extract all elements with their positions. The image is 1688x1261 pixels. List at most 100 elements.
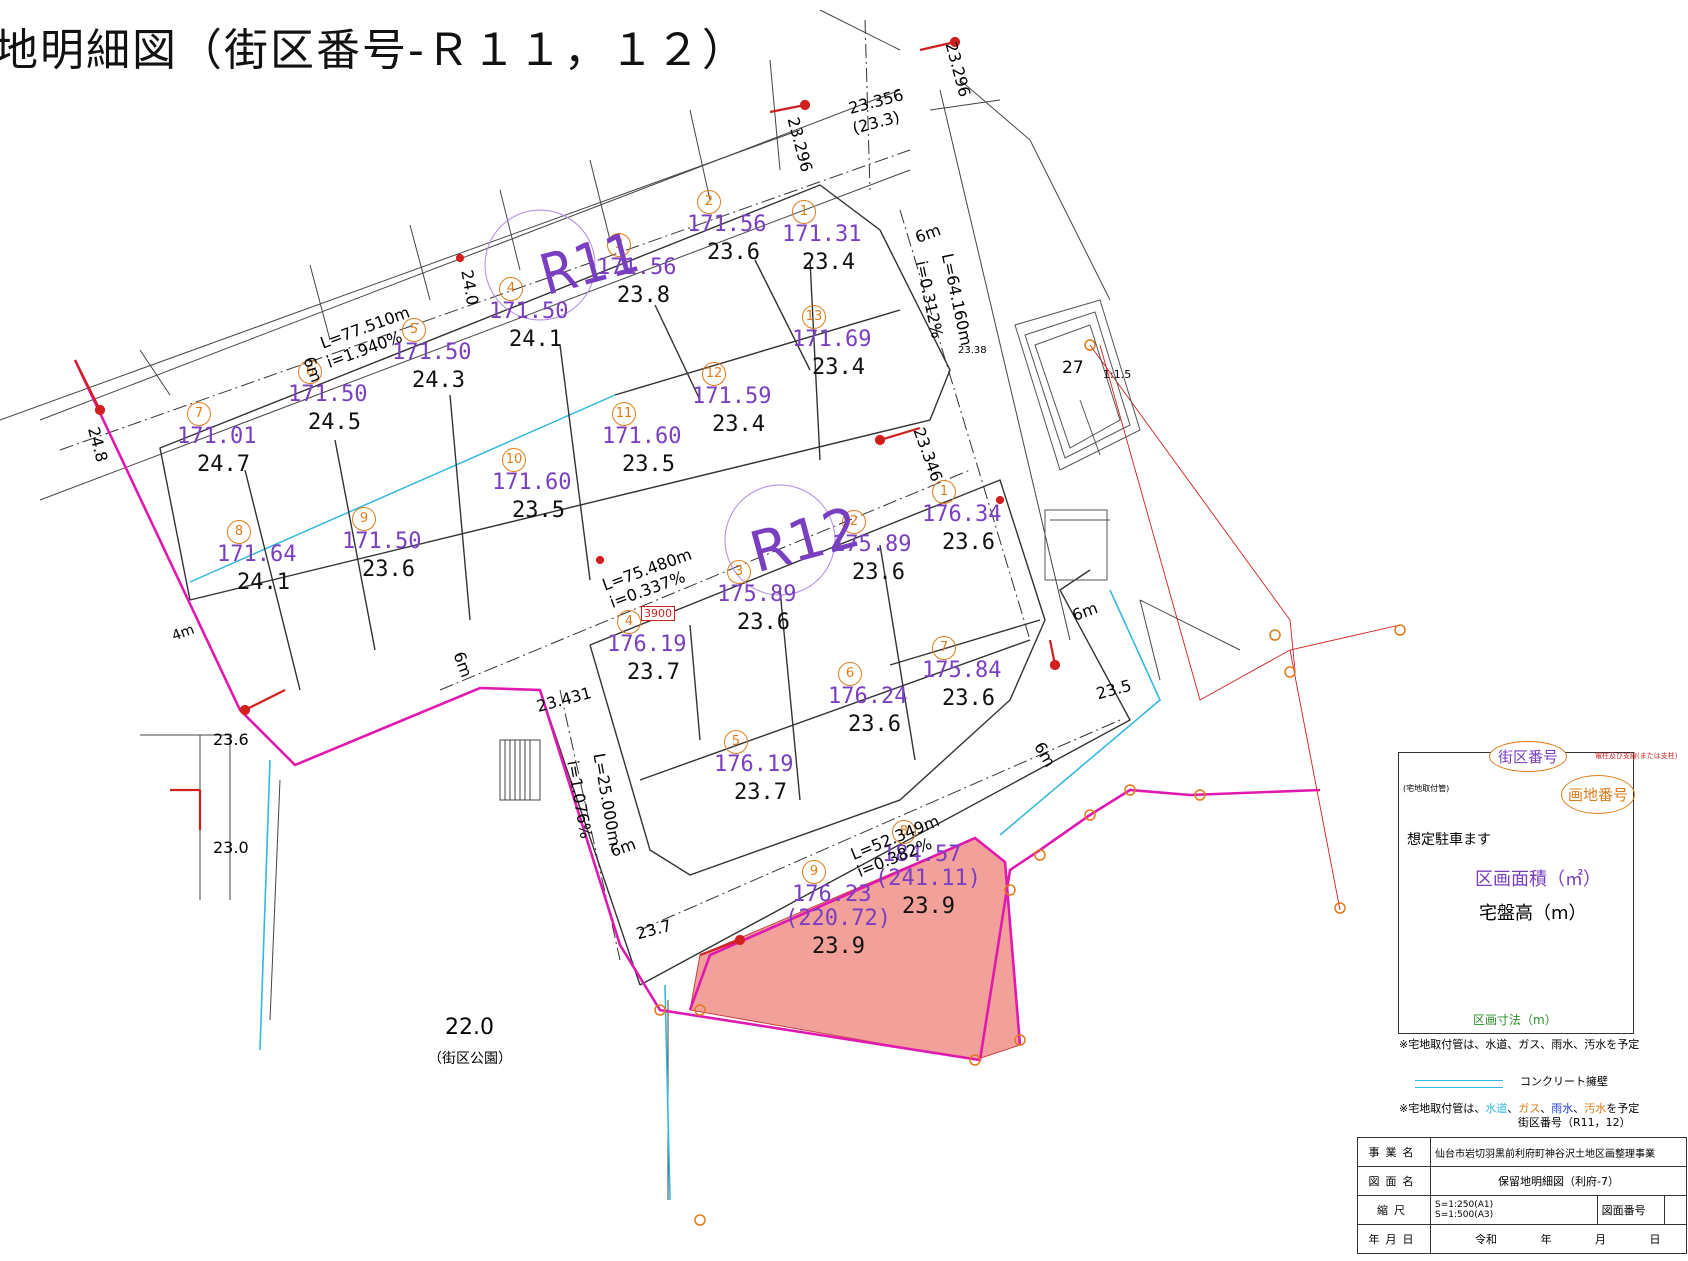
- stair-structure: [1014, 299, 1141, 581]
- lot-area-r11-1: 171.31: [782, 222, 862, 247]
- lot-area-r11-10: 171.60: [492, 470, 572, 495]
- legend-connector: (宅地取付管): [1403, 784, 1450, 793]
- lot-height-r12-9: 23.9: [812, 934, 865, 959]
- scale-label: 縮尺: [1357, 1195, 1431, 1225]
- legend-box: 街区番号 電柱及び支線(または支柱) 画地番号 (宅地取付管) 想定駐車ます 区…: [1398, 741, 1677, 1034]
- lot-area-r12-7: 175.84: [922, 658, 1002, 683]
- road-centrelines: [59, 19, 1121, 961]
- title-block-row-date: 年月日 令和 年 月 日: [1357, 1224, 1687, 1254]
- lot-number-r12-7: 7: [932, 636, 956, 660]
- lot-area-r11-13: 171.69: [792, 327, 872, 352]
- lot-height-r12-3: 23.6: [737, 610, 790, 635]
- park-label: （街区公園）: [428, 1051, 512, 1067]
- lot-number-r11-6: 6: [298, 360, 322, 384]
- drawing-number: [1663, 1195, 1688, 1225]
- lot-area-r12-1: 176.34: [922, 502, 1002, 527]
- lot-number-r12-2: 2: [842, 510, 866, 534]
- drawing-label: 図面名: [1357, 1166, 1431, 1196]
- lot-number-r12-3: 3: [727, 560, 751, 584]
- lot-height-r11-10: 23.5: [512, 498, 565, 523]
- lot-area-r11-3: 171.56: [597, 255, 677, 280]
- lot-height-r12-1: 23.6: [942, 530, 995, 555]
- lot-height-r11-9: 23.6: [362, 557, 415, 582]
- lot-height-r12-2: 23.6: [852, 560, 905, 585]
- lot-area-r11-2: 171.56: [687, 212, 767, 237]
- lot-height-r12-5: 23.7: [734, 780, 787, 805]
- legend-note-1: ※宅地取付管は、水道、ガス、雨水、汚水を予定: [1399, 1038, 1640, 1051]
- retaining-walls: [259, 589, 1161, 1201]
- elev-23-0: 23.0: [213, 838, 249, 857]
- lot-area-r11-5: 171.50: [392, 340, 472, 365]
- scale-values: S=1:250(A1)S=1:500(A3): [1430, 1195, 1598, 1225]
- legend-pole-note: 電柱及び支線(または支柱): [1595, 752, 1678, 760]
- lot-height-r11-8: 24.1: [237, 570, 290, 595]
- lot-number-r11-11: 11: [612, 402, 636, 426]
- drawing-number-label: 図面番号: [1596, 1195, 1665, 1225]
- drawing-name: 保留地明細図（利府-7）: [1430, 1166, 1687, 1196]
- lot-area2-r12-9: (220.72): [785, 906, 891, 931]
- lot-number-r12-8: 8: [892, 820, 916, 844]
- legend-height: 宅盤高（m）: [1479, 903, 1587, 924]
- lot-number-r12-5: 5: [724, 730, 748, 754]
- lot-height-r11-6: 24.5: [308, 410, 361, 435]
- legend-wall: コンクリート擁壁: [1520, 1075, 1608, 1088]
- lot-number-r11-10: 10: [502, 448, 526, 472]
- lot-number-r12-1: 1: [932, 480, 956, 504]
- lot-area-r11-8: 171.64: [217, 542, 297, 567]
- lot-area-r12-3: 175.89: [717, 582, 797, 607]
- title-block: 事業名 仙台市岩切羽黒前利府町神谷沢土地区画整理事業 図面名 保留地明細図（利府…: [1357, 1137, 1688, 1254]
- lot-number-r11-4: 4: [499, 277, 523, 301]
- lot-number-r11-1: 1: [792, 200, 816, 224]
- lot-height-r12-6: 23.6: [848, 712, 901, 737]
- lot-height-r11-5: 24.3: [412, 368, 465, 393]
- legend-lot-tag: 画地番号: [1561, 775, 1636, 814]
- lot-area-r11-7: 171.01: [177, 424, 257, 449]
- lot-height-r11-1: 23.4: [802, 250, 855, 275]
- lot-area2-r12-8: (241.11): [875, 866, 981, 891]
- lot-height-r11-2: 23.6: [707, 240, 760, 265]
- legend-block-ref: 街区番号（R11，12）: [1518, 1116, 1631, 1129]
- stair-ratio: 1:1.5: [1103, 368, 1132, 381]
- project-label: 事業名: [1357, 1137, 1431, 1167]
- legend-parking: 想定駐車ます: [1407, 832, 1491, 848]
- lot-area-r11-12: 171.59: [692, 384, 772, 409]
- legend-block-tag: 街区番号: [1489, 741, 1568, 772]
- lot-height-r11-11: 23.5: [622, 452, 675, 477]
- lot-area-r12-9: 176.23: [792, 882, 872, 907]
- block-circles: [484, 209, 836, 596]
- lot-area-r11-9: 171.50: [342, 529, 422, 554]
- project-name: 仙台市岩切羽黒前利府町神谷沢土地区画整理事業: [1430, 1137, 1687, 1167]
- lot-area-r12-2: 175.89: [832, 532, 912, 557]
- lot-area-r12-5: 176.19: [714, 752, 794, 777]
- lot-height-r11-12: 23.4: [712, 412, 765, 437]
- date-value: 令和 年 月 日: [1430, 1224, 1687, 1254]
- manholes: [654, 339, 1406, 1226]
- elev-23-6: 23.6: [213, 730, 249, 749]
- lot-height-r12-8: 23.9: [902, 894, 955, 919]
- park-height: 22.0: [445, 1015, 494, 1040]
- lot-number-r11-9: 9: [352, 507, 376, 531]
- utility-poles: [74, 36, 1061, 957]
- lot-number-r11-8: 8: [227, 520, 251, 544]
- lot-height-r11-3: 23.8: [617, 283, 670, 308]
- lot-number-r11-12: 12: [702, 362, 726, 386]
- lot-badge-r12-4: 3900: [641, 606, 675, 621]
- lot-number-r11-7: 7: [187, 402, 211, 426]
- lot-number-r11-3: 3: [607, 233, 631, 257]
- lot-number-r12-9: 9: [802, 860, 826, 884]
- lot-area-r12-6: 176.24: [828, 684, 908, 709]
- lot-area-r12-4: 176.19: [607, 632, 687, 657]
- lot-number-r11-2: 2: [697, 190, 721, 214]
- lot-area-r11-4: 171.50: [489, 299, 569, 324]
- project-boundary: [73, 359, 1321, 1062]
- utility-lines: [1089, 344, 1401, 911]
- lot-height-r11-4: 24.1: [509, 327, 562, 352]
- title-block-row-scale: 縮尺 S=1:250(A1)S=1:500(A3) 図面番号: [1357, 1195, 1688, 1225]
- drawing-title: 地明細図（街区番号-Ｒ１１，１２）: [0, 25, 748, 76]
- elev-23-38: 23.38: [958, 345, 987, 356]
- lot-area-r11-6: 171.50: [288, 382, 368, 407]
- title-block-row-project: 事業名 仙台市岩切羽黒前利府町神谷沢土地区画整理事業: [1357, 1137, 1687, 1167]
- lot-number-r11-13: 13: [802, 305, 826, 329]
- lot-height-r12-4: 23.7: [627, 660, 680, 685]
